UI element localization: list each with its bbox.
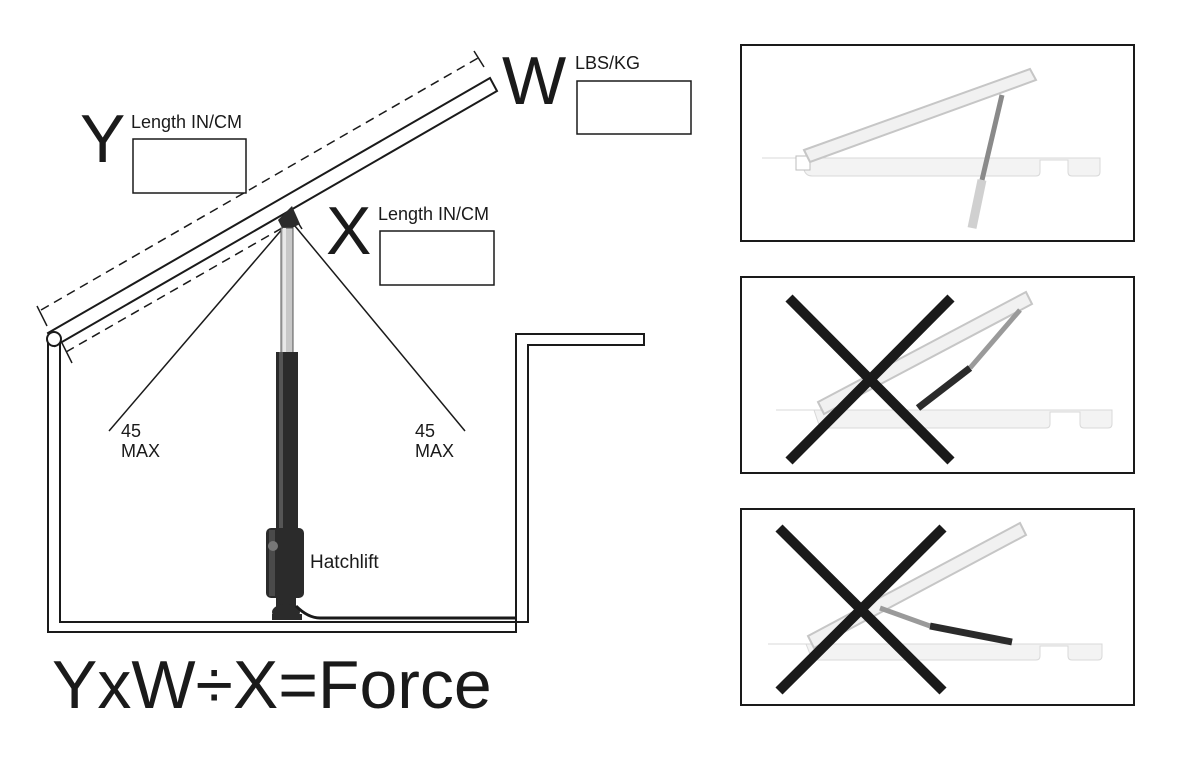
w-letter: W: [502, 43, 566, 119]
w-unit-label: LBS/KG: [575, 53, 640, 73]
y-letter: Y: [80, 101, 125, 177]
panel-correct-mount: [740, 44, 1135, 242]
angle-line-right: [289, 219, 466, 432]
hatch-lid: [46, 76, 499, 348]
x-letter: X: [326, 193, 371, 269]
x-dimension-lines: [61, 212, 303, 364]
panel-incorrect-mount-1: [740, 276, 1135, 474]
angle-left-value: 45: [121, 421, 141, 441]
hatchlift-actuator: [266, 206, 516, 620]
x-length-input[interactable]: [379, 230, 495, 286]
product-label: Hatchlift: [310, 552, 379, 573]
w-weight-input[interactable]: [576, 80, 692, 135]
angle-right-max: MAX: [415, 441, 454, 461]
panel-incorrect-mount-2: [740, 508, 1135, 706]
opening-outline: [47, 333, 645, 633]
y-unit-label: Length IN/CM: [131, 112, 242, 132]
angle-left-max: MAX: [121, 441, 160, 461]
angle-right-value: 45: [415, 421, 435, 441]
y-length-input[interactable]: [132, 138, 247, 194]
hinge-pivot: [46, 331, 62, 347]
x-unit-label: Length IN/CM: [378, 204, 489, 224]
angle-line-left: [108, 219, 291, 432]
y-dimension-lines: [36, 50, 485, 327]
force-formula: YxW÷X=Force: [52, 647, 492, 723]
